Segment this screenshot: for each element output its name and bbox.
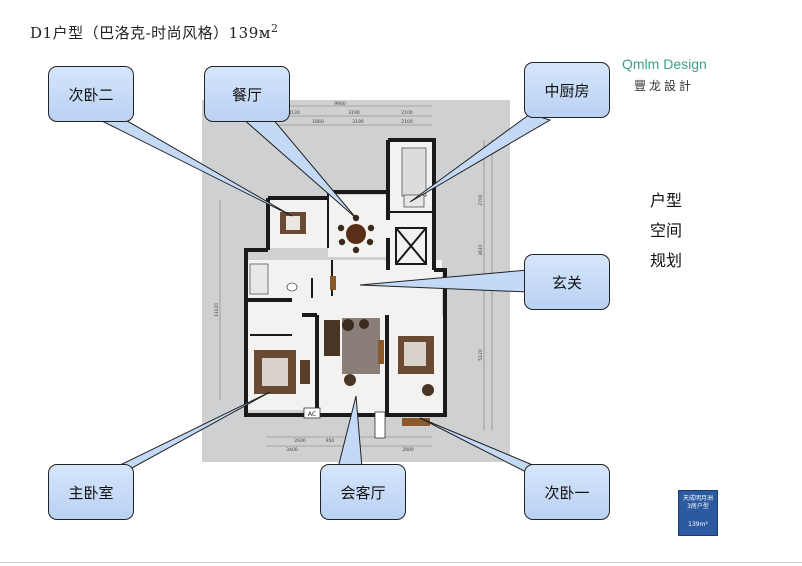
ac-tag: AC <box>308 411 316 418</box>
callout-second-bedroom-2: 次卧二 <box>48 66 134 122</box>
dim-bottom-b: 950 <box>326 438 335 444</box>
dim-sub-c: 2100 <box>401 119 413 125</box>
callout-entrance: 玄关 <box>524 254 610 310</box>
floor-plan: 9900 3130 3190 2100 1860 3190 2100 2600 … <box>202 100 510 462</box>
side-labels: 户型 空间 规划 <box>650 186 682 276</box>
side-label-1: 户型 <box>650 191 683 210</box>
callout-master-bedroom: 主卧室 <box>48 464 134 520</box>
bottom-divider <box>0 562 802 563</box>
side-label-3: 规划 <box>650 251 683 270</box>
dim-top-c: 2100 <box>401 110 413 116</box>
dim-sub-a: 1860 <box>312 119 324 125</box>
callout-second-bedroom-1: 次卧一 <box>524 464 610 520</box>
dim-top-total: 9900 <box>334 101 346 107</box>
dim-bottom-d: 2800 <box>402 447 414 453</box>
dim-bottom-a: 2600 <box>294 438 306 444</box>
dim-bottom-c: 3400 <box>286 447 298 453</box>
dim-right-c: 5120 <box>478 349 484 361</box>
sofa <box>324 320 340 356</box>
callout-kitchen: 中厨房 <box>524 62 610 118</box>
floorplan-thumbnail[interactable]: 天成明月洲 3房户型 139m² <box>678 490 718 536</box>
brand-english: Qmlm Design <box>622 56 707 72</box>
dining-table <box>346 224 366 244</box>
kitchen-counter <box>401 147 427 197</box>
dim-right-b: 3610 <box>478 244 484 256</box>
dim-right-a: 2700 <box>478 194 484 206</box>
callout-dining: 餐厅 <box>204 66 290 122</box>
page-title: D1户型（巴洛克-时尚风格）139м2 <box>30 22 279 42</box>
dim-top-b: 3190 <box>348 110 360 116</box>
side-label-2: 空间 <box>650 221 683 240</box>
callout-living: 会客厅 <box>320 464 406 520</box>
dim-top-a: 3130 <box>288 110 300 116</box>
dim-left-total: 13120 <box>214 303 220 317</box>
brand-chinese: 豐龙設計 <box>634 79 695 93</box>
dim-sub-b: 3190 <box>352 119 364 125</box>
